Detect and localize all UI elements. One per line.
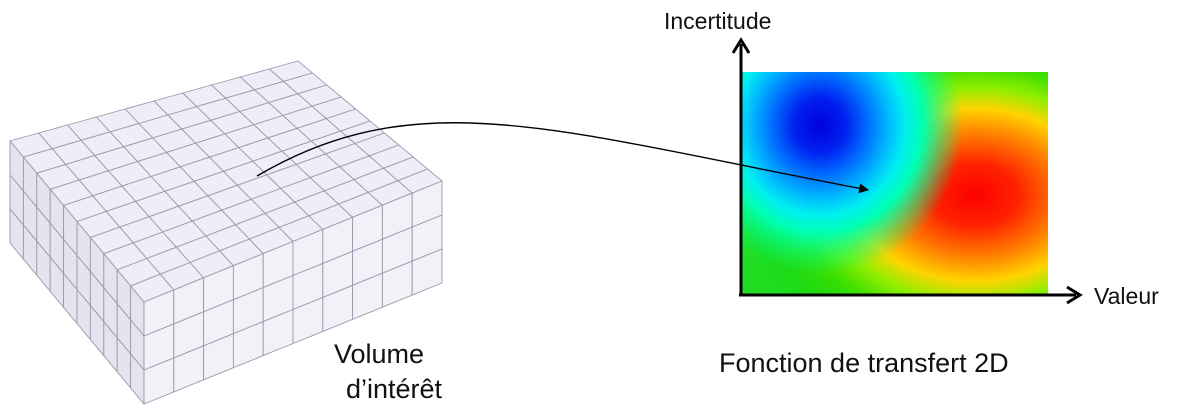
mapping-arrow bbox=[256, 122, 869, 194]
y-axis-label: Incertitude bbox=[664, 8, 772, 34]
volume-label-line1: Volume bbox=[334, 339, 425, 369]
volume-of-interest-cube bbox=[9, 60, 443, 406]
transfer-function-caption: Fonction de transfert 2D bbox=[719, 348, 1009, 378]
x-axis-label: Valeur bbox=[1094, 283, 1159, 309]
x-axis-arrowhead-icon bbox=[1066, 285, 1083, 305]
volume-label-line2: d’intérêt bbox=[346, 374, 443, 404]
transfer-function-axes bbox=[731, 37, 1083, 305]
cube-front-face bbox=[143, 180, 443, 405]
voxel-front bbox=[411, 248, 443, 296]
transfer-function-heatmap bbox=[741, 72, 1048, 294]
heatmap-blue-region bbox=[741, 72, 1048, 294]
cube-left-face bbox=[9, 139, 145, 406]
cube-top-face bbox=[9, 60, 443, 303]
y-axis-arrowhead-icon bbox=[731, 37, 751, 54]
